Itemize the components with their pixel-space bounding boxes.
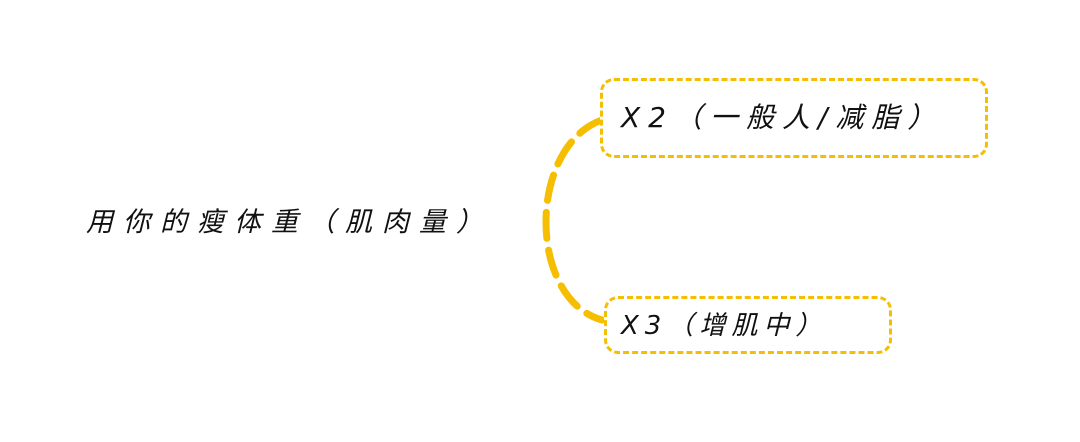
root-node-label: 用你的瘦体重（肌肉量） [86, 207, 493, 238]
branch-node-x3: X3（增肌中） [604, 296, 892, 354]
branch-label-x2: X2（一般人/减脂） [621, 101, 944, 134]
branch-label-x3: X3（增肌中） [621, 311, 828, 341]
bracket-arc [542, 116, 606, 324]
branch-node-x2: X2（一般人/减脂） [600, 78, 988, 158]
